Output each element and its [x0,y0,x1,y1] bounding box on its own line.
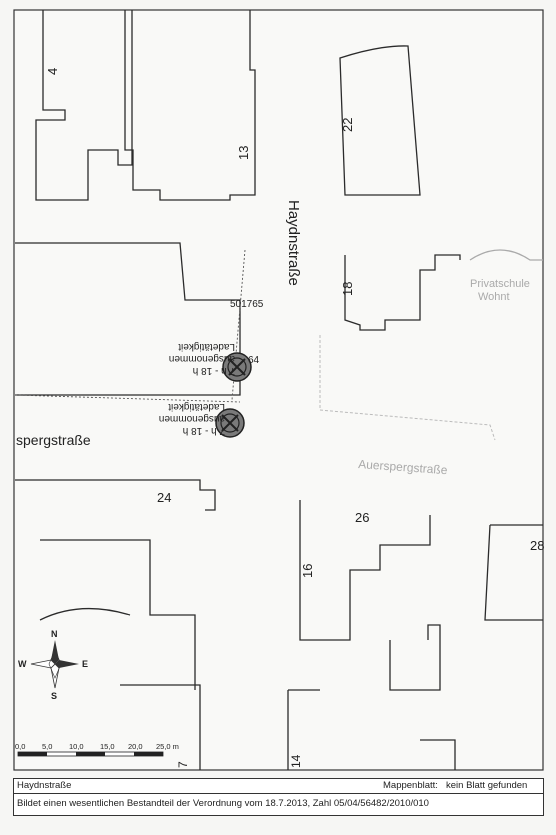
svg-text:7 h - 18 h: 7 h - 18 h [183,425,225,436]
sign-text-upper: 7 h - 18 h ausgenommen Ladetätigkeit [169,341,235,376]
building-privatschule [469,249,543,261]
svg-text:ausgenommen: ausgenommen [169,353,235,364]
building-13 [124,10,256,201]
svg-text:7 h - 18 h: 7 h - 18 h [193,365,235,376]
sign-text-lower: 7 h - 18 h ausgenommen Ladetätigkeit [159,401,225,436]
svg-text:W: W [18,659,27,669]
street-label-haydnstrasse: Haydnstraße [285,200,302,286]
parcel-number: 501765 [230,299,264,310]
traffic-sign-upper [222,352,252,382]
house-number: 16 [300,564,315,578]
building-28 [484,524,543,621]
footer-header-row: Haydnstraße Mappenblatt: kein Blatt gefu… [13,778,544,794]
building-label-line1: Privatschule [470,278,530,290]
svg-text:Ladetätigkeit: Ladetätigkeit [178,341,235,352]
house-number: 14 [289,754,303,768]
house-number: 18 [340,282,355,296]
svg-text:20,0: 20,0 [128,742,143,751]
house-number: 7 [176,761,190,768]
faint-boundary [319,335,496,441]
building-west-mid [15,242,241,396]
svg-text:15,0: 15,0 [100,742,115,751]
footer-ordinance-row: Bildet einen wesentlichen Bestandteil de… [13,794,544,816]
traffic-sign-lower [215,408,245,438]
building-south-14 [287,689,320,770]
house-number: 4 [45,68,60,75]
building-south-right [420,739,456,770]
building-label-line2: Wohnt [478,291,510,303]
building-south-mid [389,624,441,691]
building-west-low [40,539,196,690]
footer-ordinance-text: Bildet einen wesentlichen Bestandteil de… [17,798,429,809]
footer-sheet-label: Mappenblatt: [383,780,438,791]
curve-west [39,607,131,621]
house-number: 13 [236,146,251,160]
compass-rose-icon: N S E W [18,629,88,701]
parcel-suffix: 64 [248,355,260,366]
svg-text:5,0: 5,0 [42,742,52,751]
svg-text:S: S [51,691,57,701]
building-26-16 [299,500,431,641]
house-number: 28 [530,538,544,553]
street-label-spergstrasse: spergstraße [16,432,91,448]
svg-text:ausgenommen: ausgenommen [159,413,225,424]
parcel-line-horizontal [14,394,241,403]
street-label-auerspergstrasse: Auerspergstraße [358,457,448,477]
scale-bar: 0,0 5,0 10,0 15,0 20,0 25,0 m [15,742,179,757]
svg-text:E: E [82,659,88,669]
building-south-left [120,684,201,770]
footer-title: Haydnstraße [17,780,72,791]
map-frame [13,9,544,771]
building-22 [339,45,421,196]
svg-text:25,0 m: 25,0 m [156,742,179,751]
building-18 [344,254,461,331]
house-number: 26 [355,510,369,525]
building-4 [35,10,133,201]
svg-text:N: N [51,629,58,639]
svg-text:0,0: 0,0 [15,742,25,751]
svg-text:10,0: 10,0 [69,742,84,751]
building-24 [15,479,216,511]
house-number: 24 [157,490,171,505]
svg-text:Ladetätigkeit: Ladetätigkeit [168,401,225,412]
house-number: 22 [340,118,355,132]
footer-sheet-value: kein Blatt gefunden [446,780,528,791]
